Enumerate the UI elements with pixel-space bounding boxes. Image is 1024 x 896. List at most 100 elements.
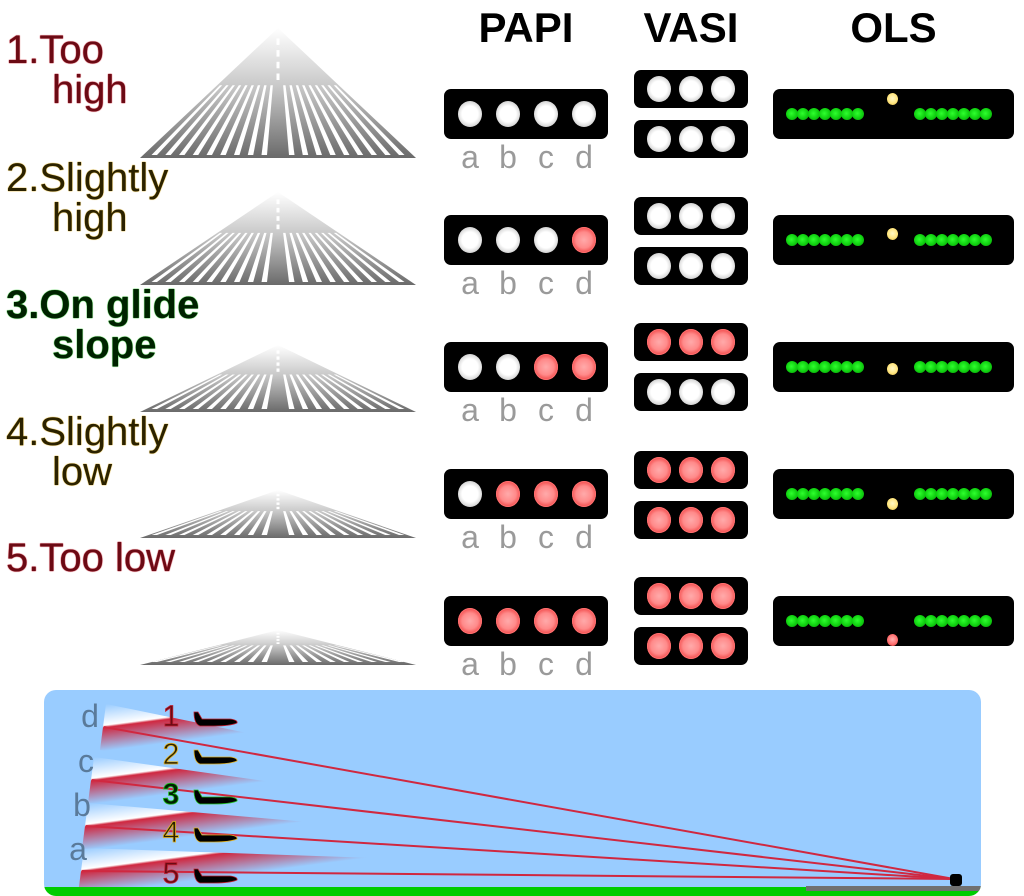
datum-light-right: [969, 361, 981, 373]
datum-light-left: [797, 361, 809, 373]
datum-light-right: [947, 488, 959, 500]
threshold-stripe: [151, 645, 223, 662]
centerline-dash: [276, 38, 280, 45]
state-line2: low: [52, 450, 113, 494]
meatball: [887, 228, 898, 240]
vasi-light: [647, 633, 671, 659]
threshold-stripe: [234, 645, 261, 662]
datum-light-right: [914, 615, 926, 627]
datum-light-left: [797, 615, 809, 627]
centerline-dash: [276, 350, 280, 354]
centerline-dash: [276, 199, 280, 205]
threshold-stripe: [165, 511, 229, 535]
threshold-stripe: [283, 85, 295, 155]
state-line1: Slightly: [39, 410, 169, 454]
threshold-stripe: [247, 645, 267, 662]
datum-light-left: [852, 234, 864, 246]
threshold-stripe: [179, 511, 235, 535]
aircraft-icon: [193, 868, 238, 884]
datum-light-left: [852, 361, 864, 373]
papi-unit: [950, 874, 962, 886]
papi-light-c: [534, 608, 558, 634]
threshold-stripe: [289, 645, 309, 662]
datum-light-left: [786, 488, 798, 500]
vasi-light: [647, 583, 671, 609]
centerline-dash: [276, 216, 280, 221]
threshold-stripe: [308, 645, 350, 662]
papi-letter-d: d: [575, 139, 593, 175]
datum-light-left: [808, 361, 820, 373]
papi-light-b: [496, 608, 520, 634]
state-label: 5.Too low: [6, 538, 175, 578]
datum-light-right: [936, 615, 948, 627]
papi-light-d: [572, 354, 596, 380]
datum-light-right: [969, 108, 981, 120]
papi-light-a: [458, 354, 482, 380]
threshold-stripe: [234, 511, 261, 535]
aircraft-icon: [193, 749, 238, 765]
papi-light-d: [572, 101, 596, 127]
aircraft-number: 2: [163, 738, 180, 771]
runway-perspective: [140, 192, 416, 285]
threshold-stripe: [308, 85, 350, 155]
datum-light-left: [852, 488, 864, 500]
datum-light-left: [786, 361, 798, 373]
centerline-dash: [276, 498, 280, 501]
datum-light-right: [980, 234, 992, 246]
datum-light-right: [958, 488, 970, 500]
datum-light-right: [969, 488, 981, 500]
vasi-light: [647, 126, 671, 152]
threshold-stripe: [261, 511, 273, 535]
centerline-dash: [276, 207, 280, 213]
state-line1: Too low: [39, 536, 175, 580]
threshold-stripe: [220, 645, 254, 662]
papi-light-d: [572, 481, 596, 507]
papi-light-b: [496, 354, 520, 380]
vasi-light: [711, 203, 735, 229]
datum-light-right: [936, 361, 948, 373]
threshold-stripe: [247, 511, 267, 535]
threshold-stripe: [206, 645, 248, 662]
papi-letter-d: d: [575, 646, 593, 682]
threshold-stripe: [333, 85, 405, 155]
state-line2: high: [52, 68, 128, 112]
centerline-dash: [276, 493, 280, 497]
papi-letter-c: c: [538, 392, 554, 428]
vasi-header: VASI: [643, 4, 739, 51]
vasi-light: [711, 583, 735, 609]
threshold-stripe: [321, 645, 377, 662]
datum-light-right: [969, 234, 981, 246]
datum-light-right: [936, 488, 948, 500]
papi-light-c: [534, 481, 558, 507]
datum-light-left: [786, 234, 798, 246]
threshold-stripe: [179, 232, 235, 282]
datum-light-left: [841, 234, 853, 246]
datum-light-right: [958, 234, 970, 246]
threshold-stripe: [165, 645, 229, 662]
vasi-light: [679, 126, 703, 152]
datum-light-right: [914, 488, 926, 500]
vasi-upper-bar: [634, 451, 748, 489]
threshold-stripe: [295, 85, 322, 155]
threshold-stripe: [327, 511, 391, 535]
papi-letter-d: d: [575, 519, 593, 555]
beam-label-c: c: [78, 743, 94, 779]
runway-perspective: [140, 490, 416, 538]
threshold-stripe: [179, 374, 235, 409]
papi-letter-b: b: [499, 519, 517, 555]
datum-light-right: [980, 108, 992, 120]
threshold-stripe: [314, 645, 364, 662]
papi-letter-b: b: [499, 392, 517, 428]
vasi-upper-bar: [634, 197, 748, 235]
threshold-stripe: [308, 374, 350, 409]
datum-light-right: [958, 361, 970, 373]
centerline-dash: [276, 356, 280, 360]
threshold-stripe: [283, 645, 295, 662]
datum-light-left: [797, 488, 809, 500]
centerline-dash: [276, 635, 280, 638]
threshold-stripe: [179, 645, 235, 662]
threshold-stripe: [206, 232, 248, 282]
papi-light-c: [534, 354, 558, 380]
threshold-stripe: [295, 511, 322, 535]
